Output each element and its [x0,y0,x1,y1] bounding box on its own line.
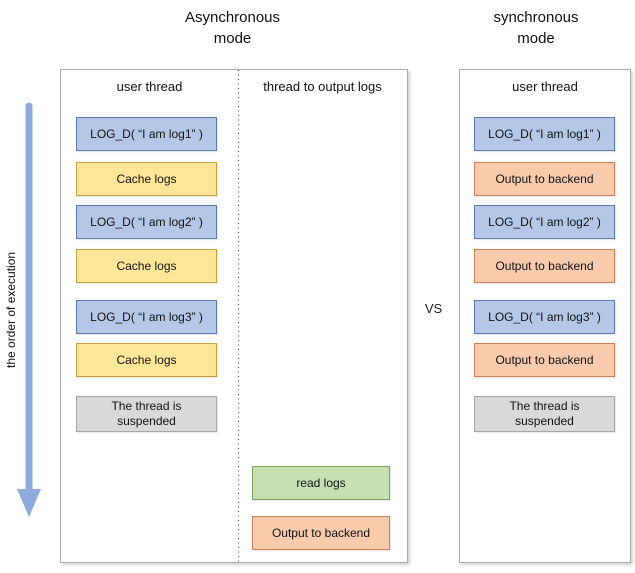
output-backend-box: Output to backend [252,516,390,550]
thread-column-divider [238,70,239,562]
cache-logs-box: Cache logs [76,249,217,283]
log-call-box: LOG_D( “I am log1” ) [76,117,217,151]
thread-suspended-box: The thread is suspended [474,396,615,432]
sync-mode-title: synchronous mode [493,9,579,47]
async-output-thread-header: thread to output logs [263,79,382,94]
log-call-box: LOG_D( “I am log3” ) [76,300,217,334]
async-mode-panel: user thread thread to output logs LOG_D(… [60,69,408,563]
cache-logs-box: Cache logs [76,162,217,196]
vs-label: VS [424,301,443,316]
thread-suspended-box: The thread is suspended [76,396,217,432]
sync-mode-panel: user thread LOG_D( “I am log1” ) Output … [459,69,631,563]
output-backend-box: Output to backend [474,343,615,377]
execution-order-arrow-down-icon [17,102,41,517]
log-call-box: LOG_D( “I am log2” ) [76,205,217,239]
log-call-box: LOG_D( “I am log2” ) [474,205,615,239]
log-call-box: LOG_D( “I am log1” ) [474,117,615,151]
cache-logs-box: Cache logs [76,343,217,377]
log-call-box: LOG_D( “I am log3” ) [474,300,615,334]
execution-order-label: the order of execution [4,251,18,369]
async-user-thread-header: user thread [116,79,183,94]
async-mode-title: Asynchronous mode [184,9,281,47]
read-logs-box: read logs [252,466,390,500]
sync-user-thread-header: user thread [512,79,578,94]
output-backend-box: Output to backend [474,249,615,283]
output-backend-box: Output to backend [474,162,615,196]
